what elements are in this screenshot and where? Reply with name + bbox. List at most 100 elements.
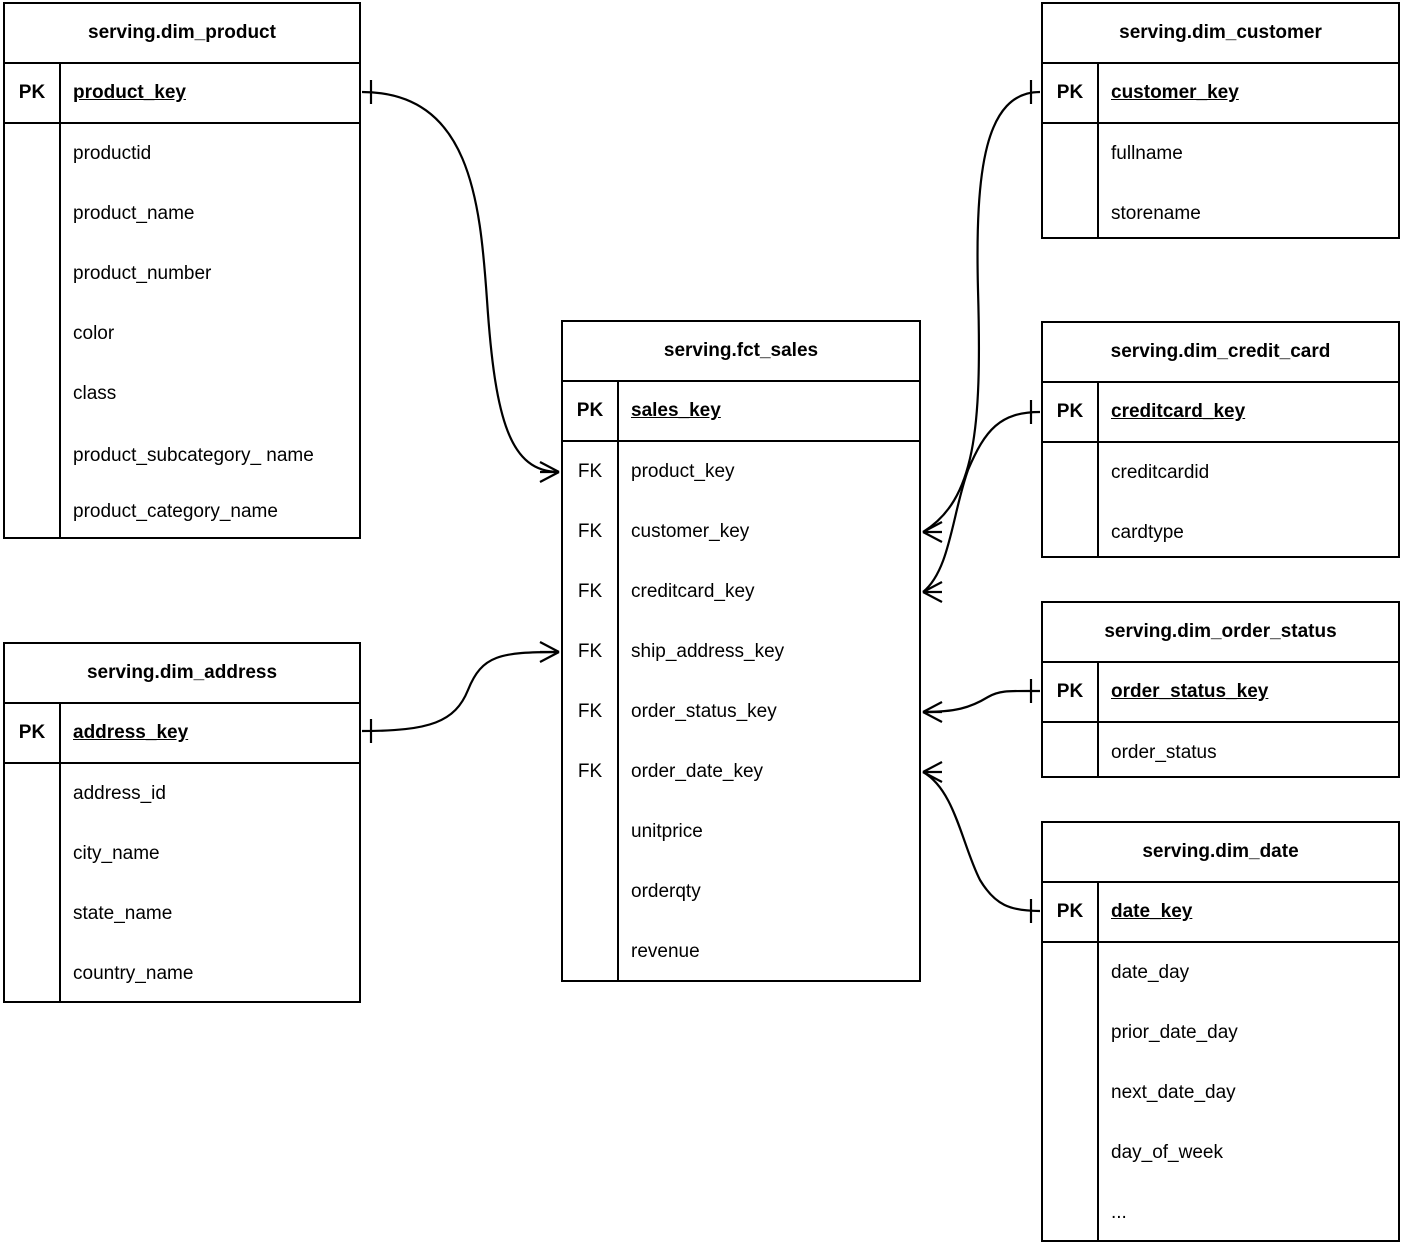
entity-dim-date[interactable]: serving.dim_date PK date_key date_day pr… bbox=[1041, 821, 1400, 1242]
attribute-list-dim-date: date_day prior_date_day next_date_day da… bbox=[1099, 943, 1398, 1240]
entity-title-dim-date: serving.dim_date bbox=[1043, 823, 1398, 883]
attribute-row: product_number bbox=[73, 263, 212, 284]
entity-dim-credit-card[interactable]: serving.dim_credit_card PK creditcard_ke… bbox=[1041, 321, 1400, 558]
entity-title-dim-order-status: serving.dim_order_status bbox=[1043, 603, 1398, 663]
attribute-row: productid bbox=[73, 143, 152, 164]
fk-label: FK bbox=[577, 461, 603, 482]
pk-name-dim-date: date_key bbox=[1111, 901, 1193, 922]
attribute-row: unitprice bbox=[631, 821, 703, 842]
entity-title-dim-customer: serving.dim_customer bbox=[1043, 4, 1398, 64]
pk-row-dim-date[interactable]: PK date_key bbox=[1043, 883, 1398, 943]
attribute-row: color bbox=[73, 323, 115, 344]
attribute-row: orderqty bbox=[631, 881, 701, 902]
attribute-list-dim-credit-card: creditcardid cardtype bbox=[1099, 443, 1398, 556]
relationship-date-to-sales bbox=[922, 761, 1041, 923]
attribute-row: ... bbox=[1111, 1202, 1127, 1223]
attribute-row: storename bbox=[1111, 203, 1201, 224]
attribute-row: date_day bbox=[1111, 962, 1190, 983]
attribute-block-dim-order-status: order_status bbox=[1043, 723, 1398, 776]
attribute-block-dim-credit-card: creditcardid cardtype bbox=[1043, 443, 1398, 556]
fk-label: FK bbox=[577, 521, 603, 542]
attribute-row: country_name bbox=[73, 963, 194, 984]
column-list-fct-sales: product_key customer_key creditcard_key … bbox=[619, 442, 919, 980]
pk-name-dim-address: address_key bbox=[73, 722, 189, 743]
attribute-block-dim-customer: fullname storename bbox=[1043, 124, 1398, 237]
crow-foot-icon bbox=[922, 581, 943, 603]
entity-title-dim-address: serving.dim_address bbox=[5, 644, 359, 704]
pk-label-dim-order-status: PK bbox=[1043, 663, 1099, 721]
pk-label-fct-sales: PK bbox=[563, 382, 619, 440]
attribute-row: address_id bbox=[73, 783, 166, 804]
attribute-row: order_status bbox=[1111, 742, 1217, 763]
pk-row-fct-sales[interactable]: PK sales_key bbox=[563, 382, 919, 442]
entity-dim-customer[interactable]: serving.dim_customer PK customer_key ful… bbox=[1041, 2, 1400, 239]
pk-row-dim-customer[interactable]: PK customer_key bbox=[1043, 64, 1398, 124]
entity-dim-product[interactable]: serving.dim_product PK product_key produ… bbox=[3, 2, 361, 539]
relationship-order-status-to-sales bbox=[922, 679, 1041, 723]
pk-row-dim-credit-card[interactable]: PK creditcard_key bbox=[1043, 383, 1398, 443]
pk-label-dim-product: PK bbox=[5, 64, 61, 122]
pk-row-dim-address[interactable]: PK address_key bbox=[5, 704, 359, 764]
attribute-row: cardtype bbox=[1111, 522, 1184, 543]
attribute-row: product_category_name bbox=[73, 501, 278, 522]
attribute-row: revenue bbox=[631, 941, 700, 962]
crow-foot-icon bbox=[922, 701, 943, 723]
attribute-row: creditcard_key bbox=[631, 581, 755, 602]
relationship-credit-card-to-sales bbox=[922, 400, 1041, 603]
attribute-row: product_subcategory_ name bbox=[73, 444, 314, 466]
pk-row-dim-order-status[interactable]: PK order_status_key bbox=[1043, 663, 1398, 723]
attribute-list-dim-order-status: order_status bbox=[1099, 723, 1398, 776]
attribute-row: class bbox=[73, 383, 117, 404]
attribute-row: state_name bbox=[73, 903, 173, 924]
attribute-list-dim-customer: fullname storename bbox=[1099, 124, 1398, 237]
entity-title-fct-sales: serving.fct_sales bbox=[563, 322, 919, 382]
attribute-row: prior_date_day bbox=[1111, 1022, 1238, 1043]
key-gutter-dim-address bbox=[5, 764, 61, 1001]
attribute-row: day_of_week bbox=[1111, 1142, 1223, 1163]
pk-name-dim-order-status: order_status_key bbox=[1111, 681, 1269, 702]
attribute-row: customer_key bbox=[631, 521, 750, 542]
attribute-row: next_date_day bbox=[1111, 1082, 1236, 1103]
attribute-list-dim-address: address_id city_name state_name country_… bbox=[61, 764, 359, 1001]
entity-dim-order-status[interactable]: serving.dim_order_status PK order_status… bbox=[1041, 601, 1400, 778]
relationship-address-to-sales bbox=[361, 641, 560, 743]
attribute-row: city_name bbox=[73, 843, 160, 864]
pk-name-dim-credit-card: creditcard_key bbox=[1111, 401, 1246, 422]
pk-label-dim-address: PK bbox=[5, 704, 61, 762]
entity-title-dim-credit-card: serving.dim_credit_card bbox=[1043, 323, 1398, 383]
entity-dim-address[interactable]: serving.dim_address PK address_key addre… bbox=[3, 642, 361, 1003]
attribute-row: product_name bbox=[73, 203, 195, 224]
key-gutter-dim-product bbox=[5, 124, 61, 537]
fk-label: FK bbox=[577, 761, 603, 782]
key-gutter-dim-order-status bbox=[1043, 723, 1099, 776]
crow-foot-icon bbox=[922, 761, 943, 783]
fk-label: FK bbox=[577, 701, 603, 722]
fk-label: FK bbox=[577, 581, 603, 602]
key-gutter-dim-customer bbox=[1043, 124, 1099, 237]
pk-row-dim-product[interactable]: PK product_key bbox=[5, 64, 359, 124]
pk-name-dim-product: product_key bbox=[73, 82, 186, 103]
key-gutter-fct-sales: FK FK FK FK FK FK bbox=[563, 442, 619, 980]
attribute-row: fullname bbox=[1111, 143, 1183, 164]
key-gutter-dim-credit-card bbox=[1043, 443, 1099, 556]
entity-title-dim-product: serving.dim_product bbox=[5, 4, 359, 64]
fk-label: FK bbox=[577, 641, 603, 662]
pk-label-dim-date: PK bbox=[1043, 883, 1099, 941]
relationship-product-to-sales bbox=[361, 80, 560, 483]
key-gutter-dim-date bbox=[1043, 943, 1099, 1240]
attribute-block-dim-product: productid product_name product_number co… bbox=[5, 124, 359, 537]
relationship-customer-to-sales bbox=[922, 80, 1041, 543]
pk-label-dim-customer: PK bbox=[1043, 64, 1099, 122]
crow-foot-icon bbox=[539, 461, 560, 483]
pk-label-dim-credit-card: PK bbox=[1043, 383, 1099, 441]
attribute-block-dim-date: date_day prior_date_day next_date_day da… bbox=[1043, 943, 1398, 1240]
attribute-row: order_status_key bbox=[631, 701, 777, 722]
column-block-fct-sales: FK FK FK FK FK FK product_key customer_k… bbox=[563, 442, 919, 980]
attribute-list-dim-product: productid product_name product_number co… bbox=[61, 124, 359, 537]
entity-fct-sales[interactable]: serving.fct_sales PK sales_key FK FK FK … bbox=[561, 320, 921, 982]
crow-foot-icon bbox=[922, 521, 943, 543]
pk-name-fct-sales: sales_key bbox=[631, 400, 721, 421]
attribute-row: ship_address_key bbox=[631, 641, 785, 662]
attribute-block-dim-address: address_id city_name state_name country_… bbox=[5, 764, 359, 1001]
